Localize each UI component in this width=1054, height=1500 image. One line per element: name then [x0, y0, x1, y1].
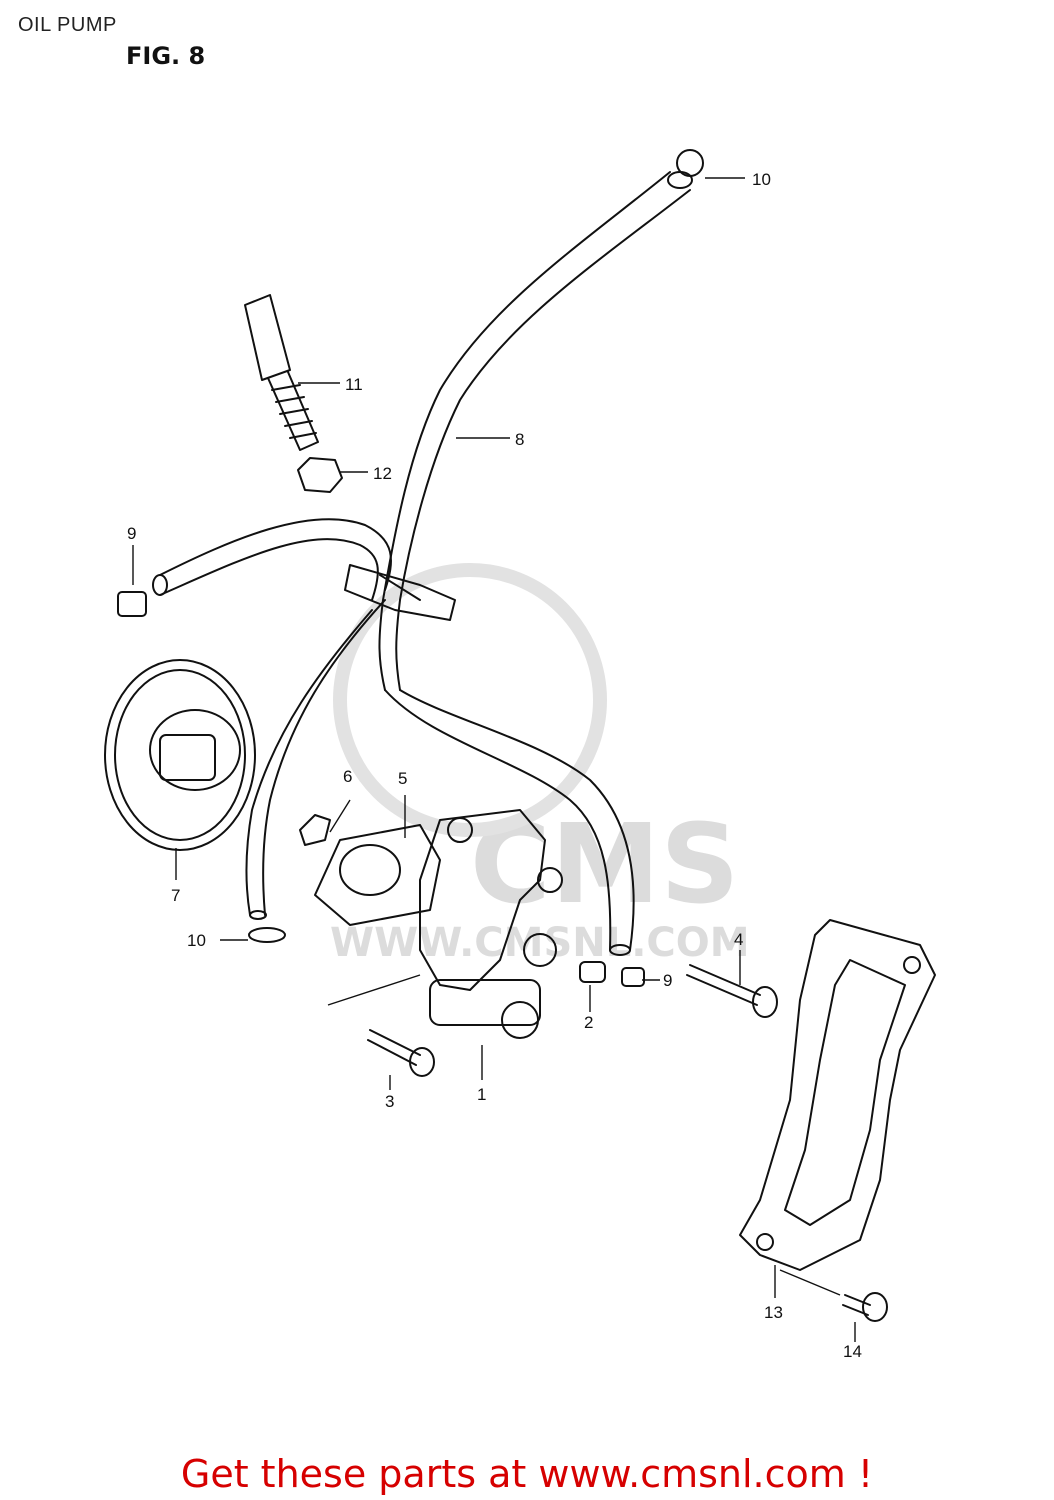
- hose-clamp-10-top: [676, 149, 704, 177]
- watermark-mascot-icon: [333, 563, 607, 837]
- adjuster-bolt-11: [244, 294, 319, 451]
- callout-1: 1: [477, 1085, 487, 1104]
- footer-link[interactable]: Get these parts at www.cmsnl.com !: [180, 1452, 874, 1496]
- oil-hose-8: [378, 171, 693, 956]
- pump-gasket-5: [314, 824, 441, 926]
- hose-clip: [344, 564, 456, 621]
- pipe-clip-6: [299, 814, 331, 846]
- hose-clamp-10-bottom: [248, 927, 286, 943]
- union-bolt-2: [579, 961, 606, 983]
- diagram-title: OIL PUMP: [18, 14, 117, 36]
- callout-9-left: 9: [127, 524, 137, 543]
- callout-8: 8: [515, 430, 525, 449]
- watermark-url: WWW.CMSNL.COM: [330, 920, 750, 966]
- callout-5: 5: [398, 769, 408, 788]
- callout-9-right: 9: [663, 971, 673, 990]
- figure-number: FIG. 8: [126, 42, 206, 70]
- hose-cap-9-right: [621, 967, 645, 987]
- pump-cover-gasket-13: [739, 919, 936, 1271]
- callout-14: 14: [843, 1342, 862, 1361]
- pump-drive-gear-7: [104, 659, 256, 851]
- callout-4: 4: [734, 930, 744, 949]
- callout-11: 11: [345, 375, 363, 394]
- callout-10-bottom: 10: [187, 931, 206, 950]
- bolt-4: [686, 964, 778, 1018]
- callout-6: 6: [343, 767, 353, 786]
- callout-7: 7: [171, 886, 181, 905]
- callout-12: 12: [373, 464, 392, 483]
- callout-10-top: 10: [752, 170, 771, 189]
- oil-hose-left: [152, 518, 392, 920]
- oil-pump-body-1: [419, 809, 563, 1039]
- leader-lines: [132, 177, 856, 1342]
- hose-cap-9-left: [117, 591, 147, 617]
- callout-2: 2: [584, 1013, 594, 1032]
- cover-screw-14: [842, 1292, 888, 1322]
- callout-13: 13: [764, 1303, 783, 1322]
- nut-12: [297, 457, 343, 493]
- pump-screw-3: [367, 1029, 435, 1077]
- callout-3: 3: [385, 1092, 395, 1111]
